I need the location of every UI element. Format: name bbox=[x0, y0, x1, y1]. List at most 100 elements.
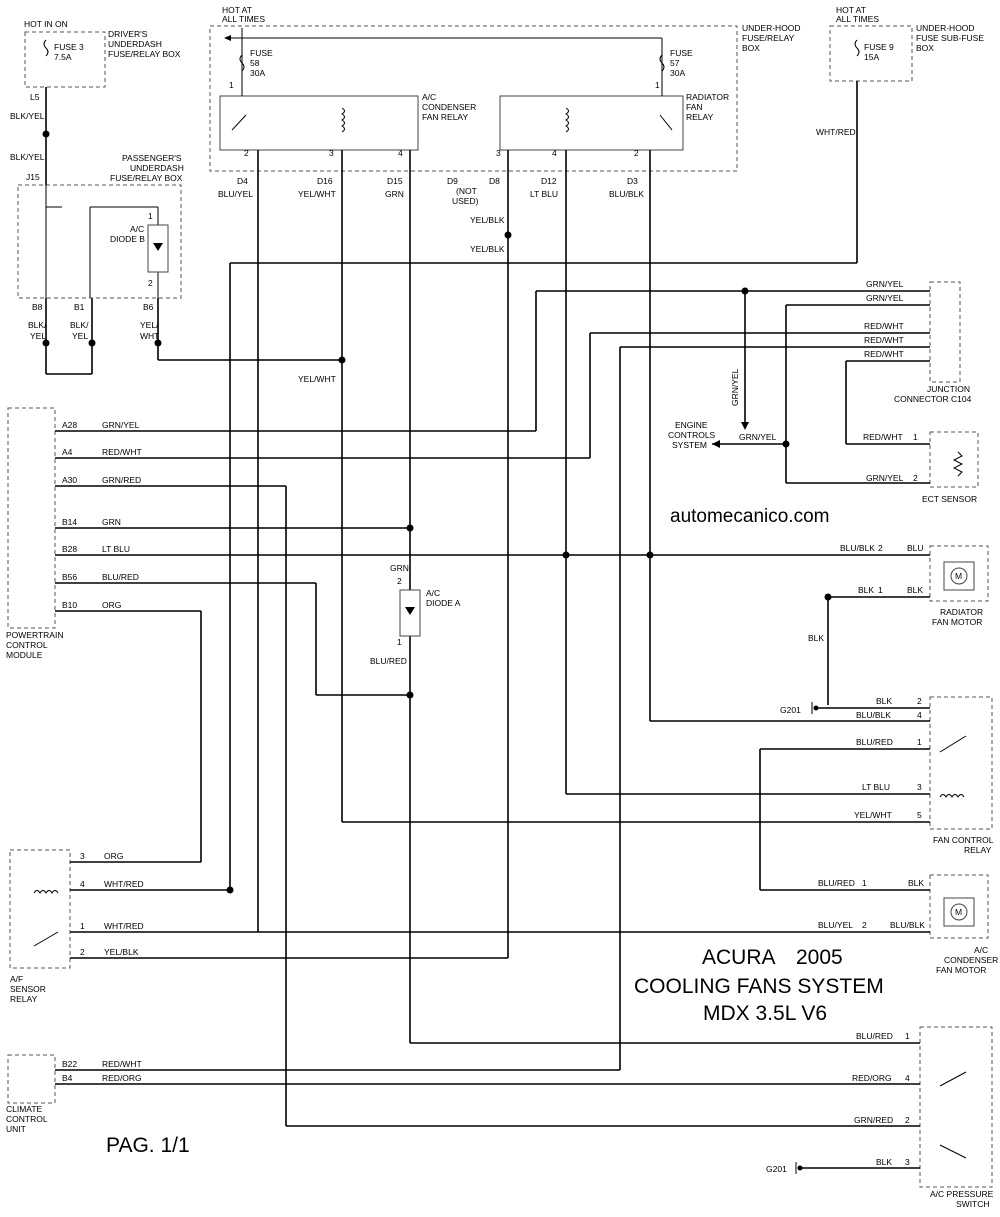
drivers-box-2: UNDERDASH bbox=[108, 39, 162, 49]
conn-B14: B14 bbox=[62, 517, 77, 527]
hot-at-all-times-4: ALL TIMES bbox=[836, 14, 879, 24]
rad-relay-2: FAN bbox=[686, 102, 703, 112]
splice-dot bbox=[813, 705, 819, 711]
fuse58-2: 58 bbox=[250, 58, 260, 68]
acm-1: A/C bbox=[974, 945, 988, 955]
splice-dot bbox=[824, 593, 832, 601]
wire-label: LT BLU bbox=[862, 782, 890, 792]
page-label: PAG. 1/1 bbox=[106, 1134, 190, 1157]
splice-dot bbox=[406, 524, 414, 532]
rad-motor-2: FAN MOTOR bbox=[932, 617, 982, 627]
ect-sensor: ECT SENSOR bbox=[922, 494, 977, 504]
pin-label: 4 bbox=[917, 710, 922, 720]
radiator-fan-relay bbox=[499, 95, 684, 151]
wire-label: GRN/RED bbox=[102, 475, 141, 485]
splice-dot bbox=[406, 691, 414, 699]
wire-label: LT BLU bbox=[530, 189, 558, 199]
diode-b-symbol bbox=[153, 243, 163, 251]
pin-label: 5 bbox=[917, 810, 922, 820]
wire-label: YEL bbox=[30, 331, 46, 341]
wire-label: RED/WHT bbox=[864, 335, 904, 345]
radiator-motor-icon bbox=[950, 567, 968, 585]
splice-dot bbox=[88, 339, 96, 347]
conn-B10: B10 bbox=[62, 600, 77, 610]
conn-A28: A28 bbox=[62, 420, 77, 430]
conn-B28: B28 bbox=[62, 544, 77, 554]
svg-text:M: M bbox=[955, 907, 962, 917]
wire-label: BLU/BLK bbox=[890, 920, 925, 930]
wire-label: GRN/YEL bbox=[866, 293, 904, 303]
pin-label: 4 bbox=[905, 1073, 910, 1083]
wire-label: RED/ORG bbox=[852, 1073, 892, 1083]
fuse57-2: 57 bbox=[670, 58, 680, 68]
wire-label: YEL/WHT bbox=[854, 810, 892, 820]
wire-label: BLU bbox=[907, 543, 924, 553]
wire-label: ORG bbox=[104, 851, 123, 861]
wire-label: BLU/BLK bbox=[609, 189, 644, 199]
climate-3: UNIT bbox=[6, 1124, 26, 1134]
wire-label: YEL/WHT bbox=[298, 374, 336, 384]
pin-label: 1 bbox=[862, 878, 867, 888]
wire-label: GRN bbox=[390, 563, 409, 573]
pin-label: 2 bbox=[878, 543, 883, 553]
fuse57-3: 30A bbox=[670, 68, 685, 78]
af-1: A/F bbox=[10, 974, 23, 984]
splice-dot bbox=[562, 551, 570, 559]
wire-label: WHT/RED bbox=[816, 127, 856, 137]
ecs-1: ENGINE bbox=[675, 420, 708, 430]
diode-a-symbol bbox=[405, 607, 415, 615]
wire-label: GRN/YEL bbox=[866, 279, 904, 289]
wire-label: BLU/YEL bbox=[818, 920, 853, 930]
press-switch-1 bbox=[939, 1071, 967, 1087]
diode-a-2: DIODE A bbox=[426, 598, 461, 608]
not-used-1: (NOT bbox=[456, 186, 477, 196]
fuse57-symbol bbox=[659, 54, 665, 72]
rad-motor-1: RADIATOR bbox=[940, 607, 983, 617]
af-3: RELAY bbox=[10, 994, 38, 1004]
wire-label: GRN/YEL bbox=[730, 368, 740, 406]
climate-control-box bbox=[7, 1054, 56, 1104]
splice-dot bbox=[797, 1165, 803, 1171]
conn-D4: D4 bbox=[237, 176, 248, 186]
wire-label: WHT/RED bbox=[104, 879, 144, 889]
junction-connector-box bbox=[929, 281, 961, 383]
wire-label: GRN bbox=[102, 517, 121, 527]
wire-label: RED/WHT bbox=[864, 321, 904, 331]
splice-dot bbox=[42, 130, 50, 138]
ect-sensor-box bbox=[929, 431, 979, 488]
pin-label: 3 bbox=[80, 851, 85, 861]
pin-label: 2 bbox=[917, 696, 922, 706]
fcr-1: FAN CONTROL bbox=[933, 835, 994, 845]
pin-label: 4 bbox=[552, 148, 557, 158]
ac-relay-coil bbox=[341, 107, 345, 133]
wire-label: LT BLU bbox=[102, 544, 130, 554]
ac-pressure-switch-box bbox=[919, 1026, 993, 1188]
fcr-coil bbox=[939, 794, 965, 798]
wire-label: BLK/ bbox=[28, 320, 47, 330]
wire-label: RED/ORG bbox=[102, 1073, 142, 1083]
title-model: MDX 3.5L V6 bbox=[703, 1002, 827, 1025]
pin-label: 1 bbox=[397, 637, 402, 647]
climate-2: CONTROL bbox=[6, 1114, 48, 1124]
arrow-to-ecs bbox=[712, 440, 720, 448]
af-switch bbox=[33, 931, 59, 947]
af-2: SENSOR bbox=[10, 984, 46, 994]
conn-G201: G201 bbox=[780, 705, 801, 715]
wire-label: WHT bbox=[140, 331, 159, 341]
drivers-fuse-box bbox=[24, 31, 106, 88]
fuse58-3: 30A bbox=[250, 68, 265, 78]
press-2: SWITCH bbox=[956, 1199, 990, 1209]
wire-label: BLU/RED bbox=[818, 878, 855, 888]
pin-label: 1 bbox=[655, 80, 660, 90]
diode-b-2: DIODE B bbox=[110, 234, 145, 244]
wire-label: GRN/YEL bbox=[739, 432, 777, 442]
wire-label: BLU/YEL bbox=[218, 189, 253, 199]
under-hood-sub-fuse-box bbox=[829, 25, 913, 82]
pin-label: 1 bbox=[148, 211, 153, 221]
pin-label: 1 bbox=[917, 737, 922, 747]
splice-dot bbox=[42, 339, 50, 347]
rad-relay-coil bbox=[565, 107, 569, 133]
wire-label: YEL/BLK bbox=[470, 244, 505, 254]
conn-G201: G201 bbox=[766, 1164, 787, 1174]
